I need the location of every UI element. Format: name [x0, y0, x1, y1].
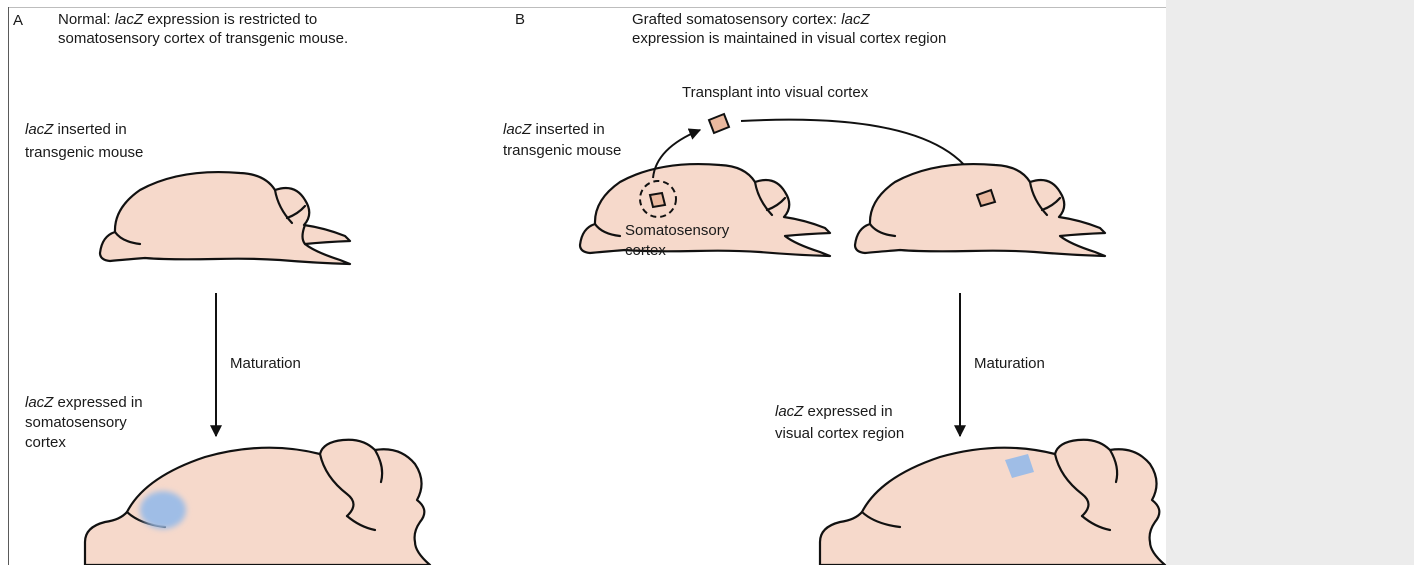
panel-b-somatosensory-line1: Somatosensory	[625, 222, 730, 239]
panel-b-expressed-line2: visual cortex region	[775, 425, 904, 442]
panel-b-letter: B	[515, 11, 525, 28]
panel-b-title-line2: expression is maintained in visual corte…	[632, 30, 946, 47]
panel-a-expressed-line1: lacZ expressed in	[25, 394, 143, 411]
panel-b-expressed-line1: lacZ expressed in	[775, 403, 893, 420]
panel-a-maturation-label: Maturation	[230, 355, 301, 372]
panel-b: B Grafted somatosensory cortex: lacZ exp…	[503, 11, 1165, 565]
panel-a-inserted-line2: transgenic mouse	[25, 144, 143, 161]
panel-a: A Normal: lacZ expression is restricted …	[13, 11, 430, 565]
panel-a-expressed-line2: somatosensory	[25, 414, 127, 431]
panel-a-young-brain	[100, 172, 350, 264]
panel-a-letter: A	[13, 12, 23, 29]
panel-a-inserted-line1: lacZ inserted in	[25, 121, 127, 138]
panel-b-host-brain	[855, 164, 1105, 256]
panel-b-excision-site	[650, 193, 665, 207]
panel-a-title-line2: somatosensory cortex of transgenic mouse…	[58, 30, 348, 47]
panel-a-lacz-expression-somatosensory	[140, 491, 186, 529]
panel-b-title-line1: Grafted somatosensory cortex: lacZ	[632, 11, 870, 28]
panel-a-expressed-line3: cortex	[25, 434, 66, 451]
panel-b-maturation-label: Maturation	[974, 355, 1045, 372]
panel-b-adult-brain	[820, 440, 1165, 565]
panel-a-title-line1: Normal: lacZ expression is restricted to	[58, 11, 317, 28]
panel-b-inserted-line1: lacZ inserted in	[503, 121, 605, 138]
panel-b-graft-tissue	[709, 114, 729, 133]
panel-b-inserted-line2: transgenic mouse	[503, 142, 621, 159]
panel-b-somatosensory-line2: cortex	[625, 242, 666, 259]
panel-a-adult-brain	[85, 440, 430, 565]
panel-b-donor-brain	[580, 164, 830, 256]
panel-b-transplant-label: Transplant into visual cortex	[682, 84, 869, 101]
